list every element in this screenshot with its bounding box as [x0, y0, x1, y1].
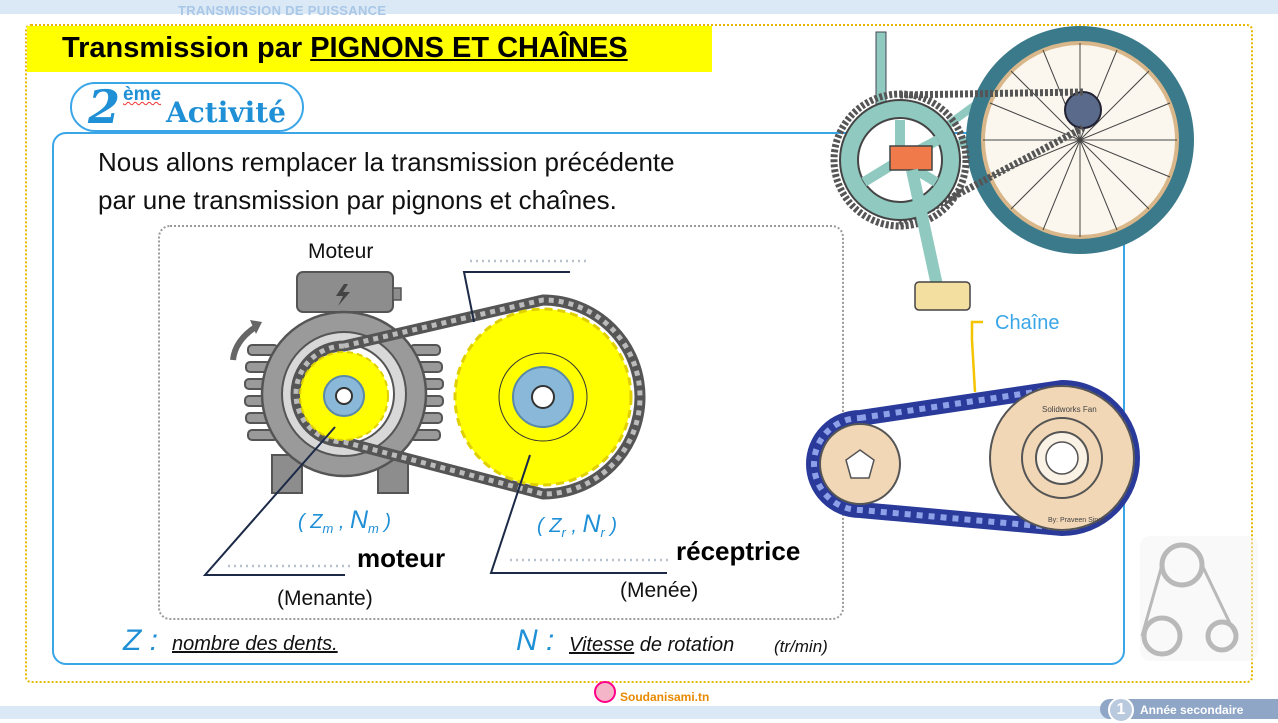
intro-line-1: Nous allons remplacer la transmission pr… [98, 147, 675, 177]
driven-params: ( Zr , Nr ) [537, 510, 618, 540]
title-highlight: PIGNONS ET CHAÎNES [310, 32, 628, 64]
n-definition: Vitesse de rotation [569, 634, 734, 657]
diagram-chain [290, 294, 646, 500]
level-badge [1100, 699, 1278, 719]
bicycle-illustration [830, 26, 1194, 311]
site-logo-icon [594, 681, 616, 703]
activity-number: 2 [88, 80, 121, 134]
intro-text: Nous allons remplacer la transmission pr… [98, 143, 675, 219]
top-bar [0, 0, 1278, 14]
leader-lines [202, 271, 667, 576]
chain-callout-line [970, 320, 983, 393]
n-symbol: N : [516, 624, 555, 657]
page-title: Transmission par PIGNONS ET CHAÎNES [62, 32, 628, 65]
slide-frame [25, 24, 1253, 683]
driver-z: Z [310, 511, 323, 533]
blank-dots [228, 259, 670, 568]
driven-n-sub: r [600, 525, 605, 540]
driver-params: ( Zm , Nm ) [298, 506, 392, 536]
z-definition: nombre des dents. [172, 633, 338, 655]
section-title: TRANSMISSION DE PUISSANCE [178, 3, 387, 18]
driven-role: (Menée) [620, 579, 699, 602]
site-name[interactable]: Soudanisami.tn [620, 690, 710, 704]
level-text: Année secondaire [1140, 703, 1244, 717]
title-banner [27, 26, 712, 72]
bottom-bar [0, 706, 1278, 719]
content-box [52, 132, 1125, 665]
driver-sprocket [299, 351, 389, 441]
chain-sprocket-photo [806, 379, 1140, 537]
driver-word: moteur [357, 543, 446, 573]
driver-z-sub: m [322, 521, 334, 536]
activity-word: Activité [166, 96, 286, 129]
decorative-chain-drive [1140, 536, 1258, 661]
driver-n-sub: m [368, 521, 379, 536]
driver-n: N [349, 506, 369, 534]
motor-label: Moteur [308, 240, 374, 263]
activity-badge [70, 82, 304, 132]
n-definition-underlined: Vitesse [569, 634, 635, 656]
z-symbol: Z : [123, 624, 158, 657]
title-prefix: Transmission par [62, 32, 311, 64]
n-unit: (tr/min) [774, 637, 828, 656]
driven-z-sub: r [561, 525, 566, 540]
sprocket-engraving-2: By: Praveen Singh [1048, 517, 1106, 524]
n-definition-rest: de rotation [634, 634, 735, 656]
lightning-icon [336, 284, 350, 306]
intro-line-2: par une transmission par pignons et chaî… [98, 185, 617, 215]
activity-superscript: ème [123, 84, 162, 105]
driven-word: réceptrice [676, 536, 801, 566]
sprocket-engraving-1: Solidworks Fan [1042, 405, 1097, 414]
level-number: 1 [1108, 697, 1134, 723]
chain-label: Chaîne [995, 312, 1060, 334]
driver-role: (Menante) [277, 587, 373, 610]
driven-n: N [582, 510, 601, 538]
driven-z: Z [549, 515, 562, 537]
driven-sprocket [453, 307, 633, 487]
